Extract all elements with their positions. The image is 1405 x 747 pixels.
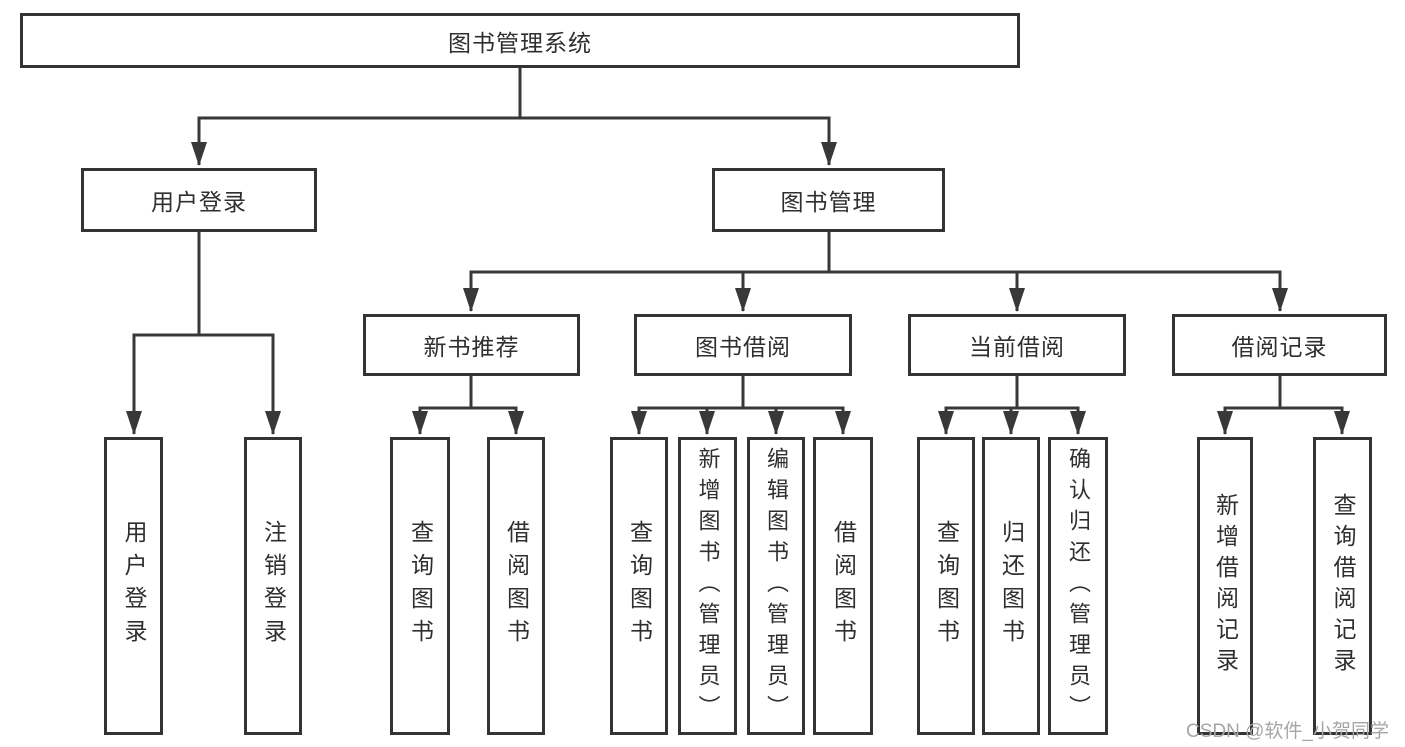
node-current-borrow-label: 当前借阅 [969, 334, 1065, 360]
node-root: 图书管理系统 [20, 13, 1020, 68]
node-root-label: 图书管理系统 [448, 29, 592, 56]
node-leaf-bb-edit: 编辑图书（管理员） [747, 437, 805, 735]
leaf-label: 查询图书 [933, 520, 960, 652]
node-book-borrow: 图书借阅 [634, 314, 852, 376]
node-new-book-rec: 新书推荐 [363, 314, 580, 376]
node-leaf-cb-query: 查询图书 [917, 437, 975, 735]
node-leaf-cb-return: 归还图书 [982, 437, 1040, 735]
node-leaf-bb-add: 新增图书（管理员） [678, 437, 737, 735]
leaf-label: 新增借阅记录 [1212, 493, 1239, 679]
node-borrow-records-label: 借阅记录 [1231, 334, 1328, 360]
leaf-label: 归还图书 [998, 520, 1025, 652]
leaf-label: 新增图书（管理员） [695, 446, 721, 726]
node-leaf-br-query: 查询借阅记录 [1313, 437, 1372, 735]
node-leaf-cb-confirm: 确认归还（管理员） [1048, 437, 1108, 735]
leaf-label: 借阅图书 [830, 520, 857, 652]
leaf-label: 查询图书 [626, 520, 653, 652]
node-leaf-bb-borrow: 借阅图书 [813, 437, 873, 735]
leaf-label: 查询借阅记录 [1330, 493, 1356, 679]
leaf-label: 编辑图书（管理员） [764, 446, 789, 726]
node-book-mgmt-label: 图书管理 [780, 189, 877, 215]
node-leaf-bb-query: 查询图书 [610, 437, 668, 735]
node-book-mgmt: 图书管理 [712, 168, 945, 232]
node-leaf-nb-query: 查询图书 [390, 437, 450, 735]
leaf-label: 借阅图书 [503, 520, 530, 652]
node-leaf-logout: 注销登录 [244, 437, 302, 735]
node-user-login: 用户登录 [81, 168, 317, 232]
leaf-label: 用户登录 [121, 520, 147, 652]
leaf-label: 注销登录 [260, 520, 287, 652]
watermark: CSDN @软件_小贺同学 [1186, 721, 1389, 742]
node-user-login-label: 用户登录 [151, 189, 247, 215]
leaf-label: 查询图书 [407, 520, 434, 652]
node-book-borrow-label: 图书借阅 [695, 334, 791, 360]
node-new-book-rec-label: 新书推荐 [423, 334, 520, 360]
leaf-label: 确认归还（管理员） [1066, 446, 1091, 726]
node-leaf-user-login: 用户登录 [104, 437, 163, 735]
node-leaf-br-add: 新增借阅记录 [1197, 437, 1253, 735]
node-borrow-records: 借阅记录 [1172, 314, 1387, 376]
node-current-borrow: 当前借阅 [908, 314, 1126, 376]
node-leaf-nb-borrow: 借阅图书 [487, 437, 545, 735]
